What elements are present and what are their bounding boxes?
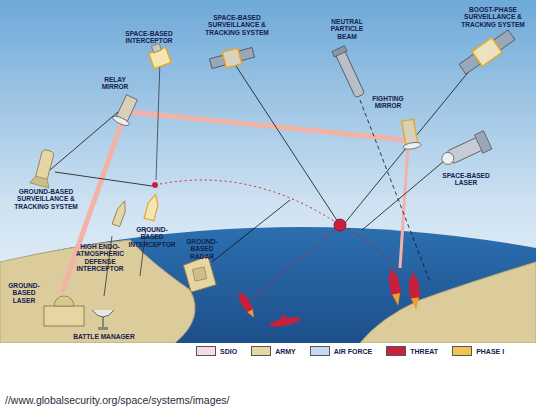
legend: SDIO ARMY AIR FORCE THREAT PHASE I <box>196 346 518 356</box>
legend-swatch <box>452 346 472 356</box>
component-label: GROUND-BASED INTERCEPTOR <box>128 226 176 248</box>
legend-text: ARMY <box>275 348 296 355</box>
legend-text: SDIO <box>220 348 237 355</box>
legend-item: PHASE I <box>452 346 504 356</box>
component-label: SPACE-BASED LASER <box>438 172 494 187</box>
legend-item: THREAT <box>386 346 438 356</box>
legend-text: PHASE I <box>476 348 504 355</box>
source-caption: //www.globalsecurity.org/space/systems/i… <box>5 394 229 406</box>
component-label: GROUND-BASED LASER <box>4 282 44 304</box>
component-label: GROUND-BASED RADAR <box>178 238 226 260</box>
legend-swatch <box>196 346 216 356</box>
legend-swatch <box>251 346 271 356</box>
component-label: HIGH ENDO-ATMOSPHERIC DEFENSE INTERCEPTO… <box>72 243 128 273</box>
legend-item: AIR FORCE <box>310 346 373 356</box>
component-label: BATTLE MANAGER <box>72 333 136 340</box>
legend-item: SDIO <box>196 346 237 356</box>
legend-swatch <box>386 346 406 356</box>
component-label: SPACE-BASED INTERCEPTOR <box>125 30 173 45</box>
component-label: NEUTRAL PARTICLE BEAM <box>322 18 372 40</box>
component-label: GROUND-BASED SURVEILLANCE & TRACKING SYS… <box>6 188 86 210</box>
component-label: BOOST-PHASE SURVEILLANCE & TRACKING SYST… <box>454 6 532 28</box>
component-label: SPACE-BASED SURVEILLANCE & TRACKING SYST… <box>198 14 276 36</box>
component-label: RELAY MIRROR <box>96 76 134 91</box>
legend-text: THREAT <box>410 348 438 355</box>
legend-swatch <box>310 346 330 356</box>
legend-item: ARMY <box>251 346 296 356</box>
legend-text: AIR FORCE <box>334 348 373 355</box>
component-label: FIGHTING MIRROR <box>366 95 410 110</box>
